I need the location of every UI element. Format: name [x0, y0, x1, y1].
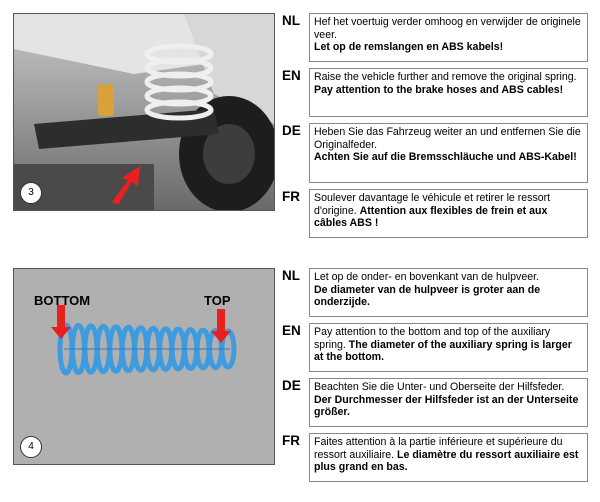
instruction-box: Soulever davantage le véhicule et retire… — [309, 189, 588, 238]
instruction-box: Heben Sie das Fahrzeug weiter an und ent… — [309, 123, 588, 183]
bottom-label: BOTTOM — [34, 293, 91, 308]
language-code: EN — [282, 323, 301, 338]
spring-illustration — [14, 269, 274, 464]
instruction-text: Pay attention to the bottom and top of t… — [314, 326, 551, 351]
language-code: FR — [282, 433, 300, 448]
instruction-text: Heben Sie das Fahrzeug weiter an und ent… — [314, 126, 581, 151]
instruction-text: Hef het voertuig verder omhoog en verwij… — [314, 16, 581, 41]
instruction-warning: Achten Sie auf die Bremsschläuche und AB… — [314, 151, 577, 164]
instruction-box: Raise the vehicle further and remove the… — [309, 68, 588, 117]
top-arrow-icon — [211, 309, 231, 343]
instruction-box: Faites attention à la partie inférieure … — [309, 433, 588, 482]
instruction-warning: The diameter of the auxiliary spring is … — [314, 338, 572, 364]
step-number: 3 — [20, 182, 42, 204]
suspension-illustration — [14, 14, 274, 210]
instruction-box: Pay attention to the bottom and top of t… — [309, 323, 588, 372]
instruction-warning: Der Durchmesser der Hilfsfeder ist an de… — [314, 393, 579, 419]
language-code: FR — [282, 189, 300, 204]
step-4-photo: BOTTOM TOP 4 — [13, 268, 275, 465]
step-number: 4 — [20, 436, 42, 458]
language-code: DE — [282, 378, 301, 393]
instruction-warning: Pay attention to the brake hoses and ABS… — [314, 83, 564, 96]
language-code: EN — [282, 68, 301, 83]
language-code: NL — [282, 13, 300, 28]
top-label: TOP — [204, 293, 231, 308]
instruction-box: Hef het voertuig verder omhoog en verwij… — [309, 13, 588, 62]
instruction-box: Beachten Sie die Unter- und Oberseite de… — [309, 378, 588, 427]
language-code: NL — [282, 268, 300, 283]
attention-arrow-icon — [112, 166, 140, 205]
step-3-photo: 3 — [13, 13, 275, 211]
bottom-arrow-icon — [51, 305, 71, 339]
instruction-warning: Let op de remslangen en ABS kabels! — [314, 41, 504, 54]
instruction-box: Let op de onder- en bovenkant van de hul… — [309, 268, 588, 317]
instruction-text: Raise the vehicle further and remove the… — [314, 71, 577, 83]
instruction-warning: Attention aux flexibles de frein et aux … — [314, 204, 548, 230]
language-code: DE — [282, 123, 301, 138]
instruction-text: Let op de onder- en bovenkant van de hul… — [314, 271, 539, 283]
instruction-warning: Le diamètre du ressort auxiliaire est pl… — [314, 448, 579, 474]
instruction-text: Faites attention à la partie inférieure … — [314, 436, 563, 461]
instruction-text: Soulever davantage le véhicule et retire… — [314, 192, 551, 217]
instruction-warning: De diameter van de hulpveer is groter aa… — [314, 283, 541, 309]
instruction-text: Beachten Sie die Unter- und Oberseite de… — [314, 381, 565, 393]
